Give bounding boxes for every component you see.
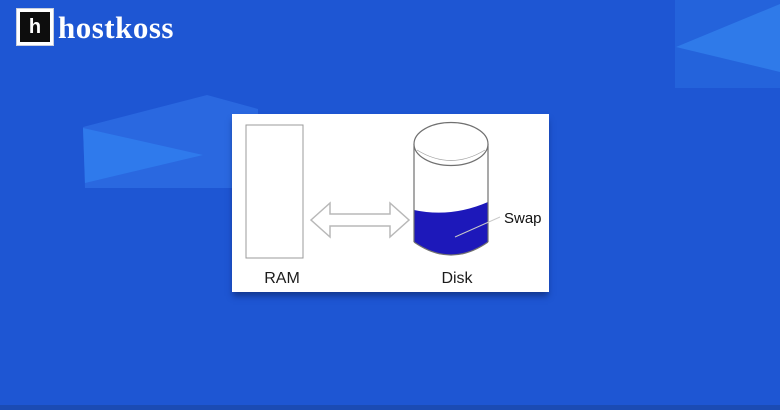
ram-label: RAM (264, 270, 300, 287)
ram-box (245, 124, 304, 259)
swap-diagram-card: RAM Swap Disk (232, 114, 549, 292)
brand-logo-mark-icon: h (16, 8, 54, 46)
bottom-accent-bar (0, 405, 780, 410)
disk-bottom-arc (413, 241, 489, 256)
brand-logo[interactable]: h hostkoss (16, 8, 174, 46)
disk-top-ellipse (413, 121, 489, 167)
swap-leader-line (454, 216, 501, 238)
swap-region (414, 202, 488, 255)
brand-logo-letter: h (28, 16, 42, 38)
disk-rim-arc (416, 149, 486, 161)
decor-play-triangle-icon (83, 128, 203, 183)
swap-label: Swap (504, 210, 542, 227)
bidirectional-arrow-icon (309, 201, 411, 239)
swap-diagram: RAM Swap Disk (245, 121, 542, 287)
decor-topright-wedge-icon (676, 4, 780, 72)
disk-cylinder (413, 121, 489, 256)
disk-label: Disk (441, 270, 473, 287)
brand-wordmark: hostkoss (58, 9, 174, 45)
